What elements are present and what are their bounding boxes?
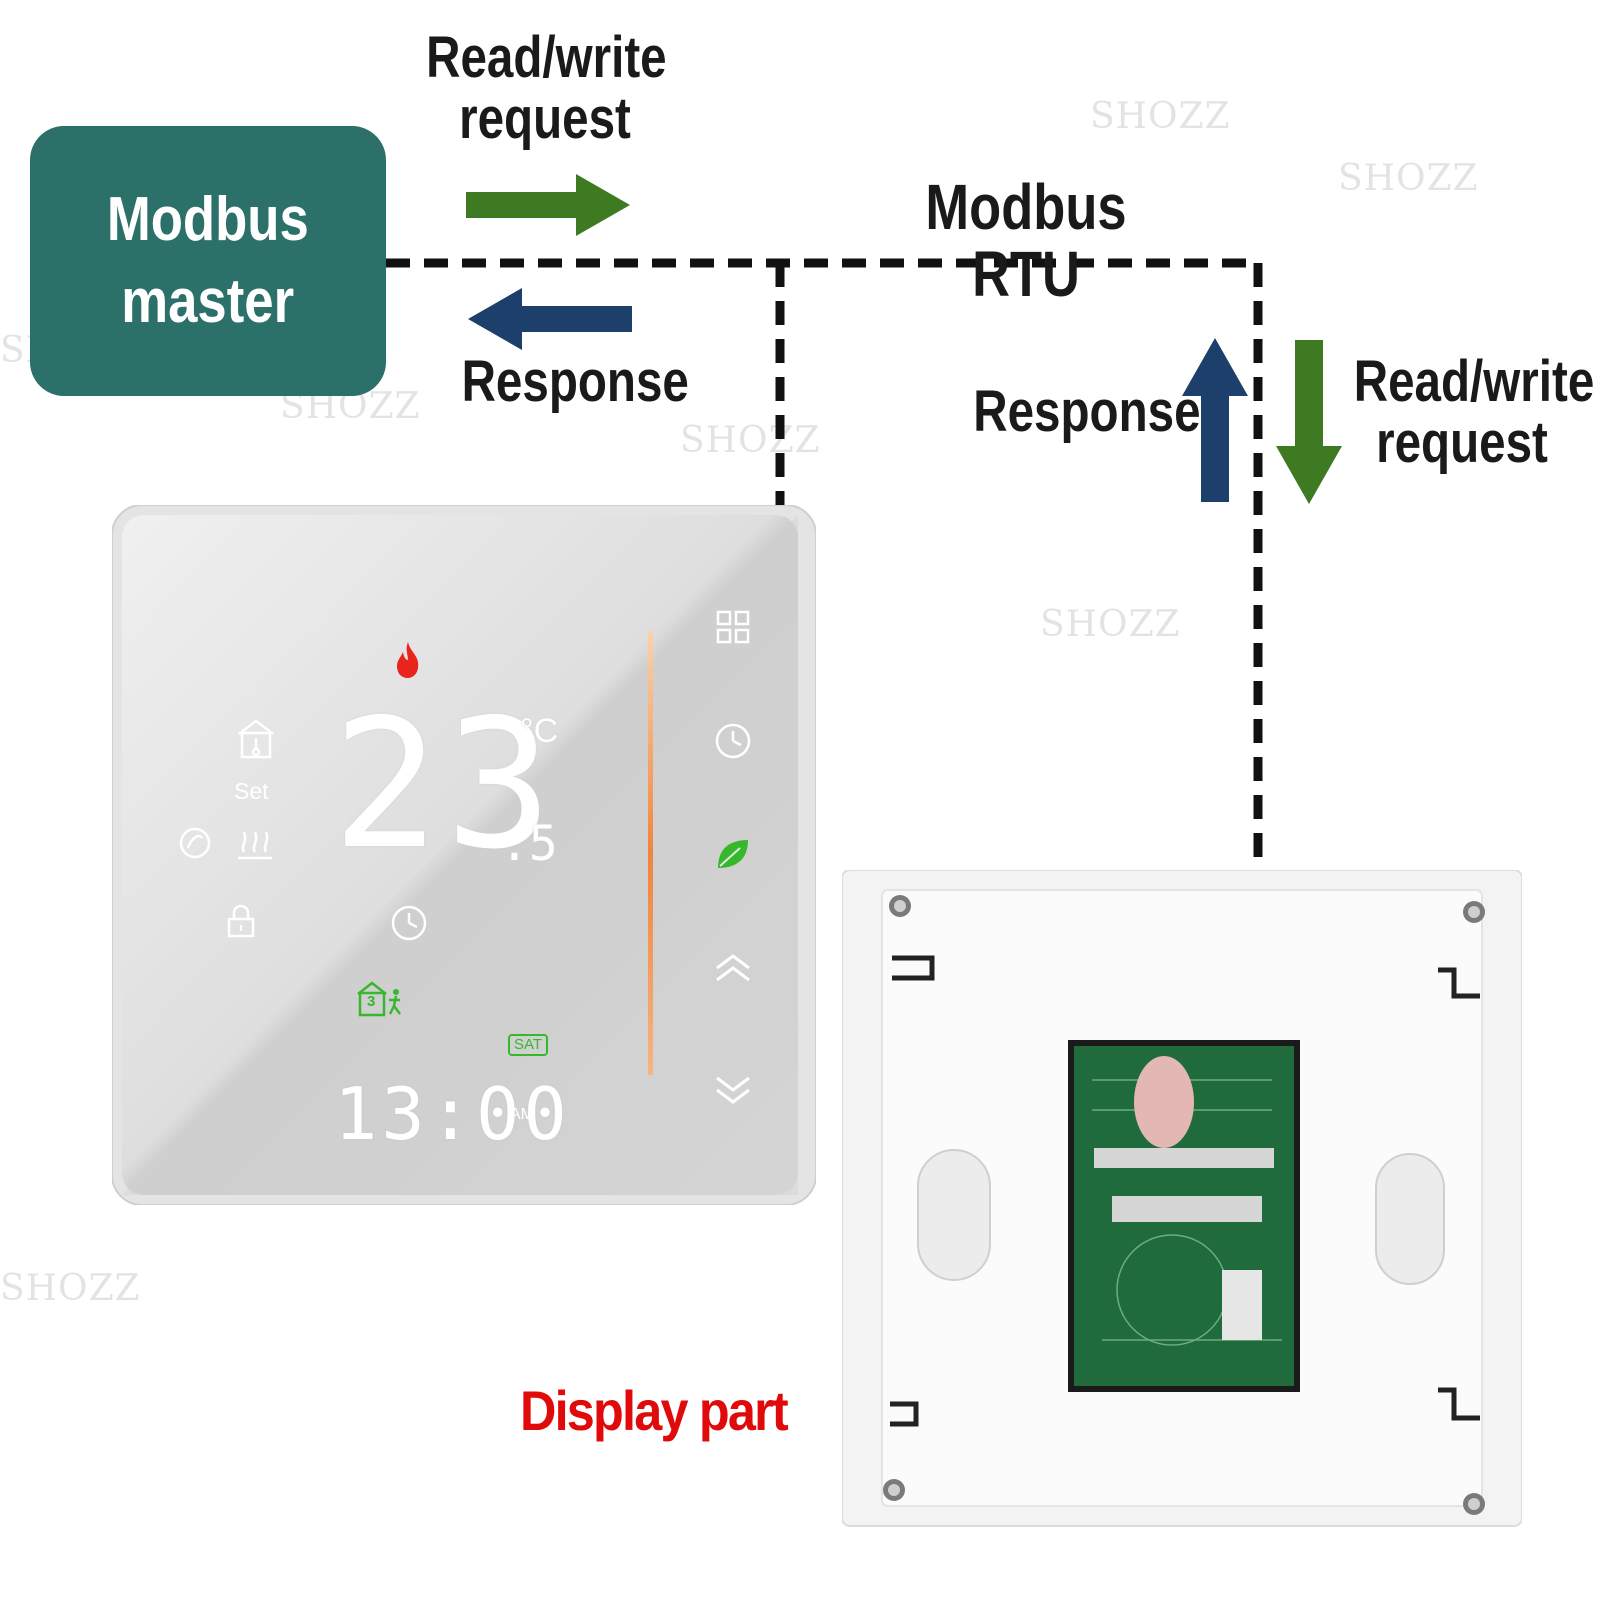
fan-icon <box>179 827 211 859</box>
watermark: SHOZZ <box>1040 604 1181 645</box>
temperature-unit: °C <box>520 712 559 750</box>
watermark: SHOZZ <box>1090 96 1231 137</box>
program-number: 3 <box>367 993 376 1010</box>
child-lock-icon <box>227 904 255 938</box>
response-arrow-left-icon <box>468 288 632 350</box>
schedule-clock-icon[interactable] <box>714 722 752 760</box>
modbus-master-box: Modbus master <box>30 126 386 396</box>
response-arrow-up-icon <box>1182 338 1248 502</box>
thermostat-back-plate <box>842 870 1522 1527</box>
day-badge: SAT <box>508 1034 549 1056</box>
clock-ampm: AM <box>510 1106 534 1123</box>
request-arrow-down-icon <box>1276 340 1342 504</box>
screw-icons <box>883 895 1485 1515</box>
top-response-label: Response <box>461 349 689 414</box>
modbus-master-line1: Modbus <box>107 185 309 255</box>
eco-leaf-icon[interactable] <box>714 836 750 872</box>
side-response-label: Response <box>973 379 1201 444</box>
clock-readout: 13:00 <box>334 1072 571 1156</box>
watermark: SHOZZ <box>680 420 821 461</box>
indoor-temperature-icon <box>238 719 274 759</box>
timer-clock-icon <box>391 905 427 941</box>
thermostat-front-panel <box>112 505 816 1205</box>
side-request-line2: request <box>1376 409 1548 475</box>
heating-flame-icon <box>397 642 419 678</box>
down-chevron-icon[interactable] <box>714 1074 752 1106</box>
set-label: Set <box>234 778 269 804</box>
top-request-line2: request <box>459 85 631 151</box>
request-arrow-right-icon <box>466 174 630 236</box>
side-request-line1: Read/write <box>1353 349 1595 414</box>
side-request-label: Read/write request <box>1353 349 1595 475</box>
temperature-readout: 23 <box>332 681 559 888</box>
away-mode-house-icon <box>357 981 401 1017</box>
temperature-decimal: .5 <box>500 816 558 872</box>
top-request-label: Read/write request <box>426 25 667 151</box>
modbus-rtu-label: Modbus RTU <box>925 171 1127 311</box>
display-part-label: Display part <box>520 1379 789 1442</box>
menu-grid-icon[interactable] <box>716 610 750 644</box>
up-chevron-icon[interactable] <box>714 952 752 984</box>
watermark: SHOZZ <box>1338 158 1479 199</box>
floor-heating-icon <box>238 831 272 860</box>
watermark: SHOZZ <box>0 1268 141 1309</box>
modbus-master-line2: master <box>121 267 295 336</box>
top-request-line1: Read/write <box>426 25 667 90</box>
